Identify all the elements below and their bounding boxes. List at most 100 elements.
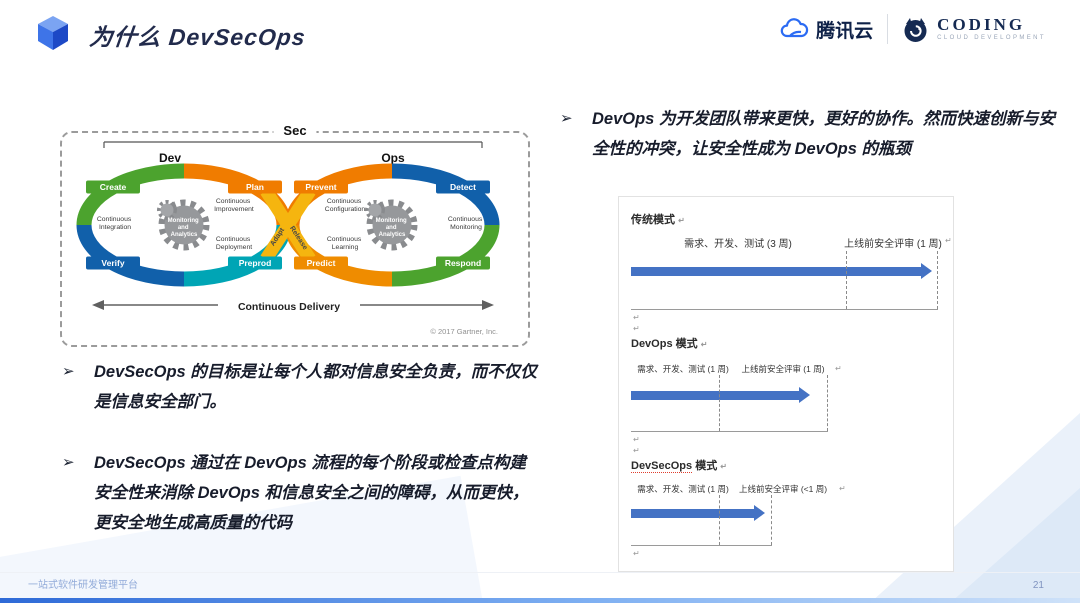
pill-plan: Plan xyxy=(228,180,282,194)
pill-preprod: Preprod xyxy=(228,256,282,270)
svg-text:Preprod: Preprod xyxy=(239,258,272,268)
svg-text:Verify: Verify xyxy=(101,258,124,268)
segment-label: 需求、开发、测试 (3 周) xyxy=(684,239,792,250)
svg-text:Monitoring and: Monitoring and Analytics xyxy=(168,218,201,238)
pill-respond: Respond xyxy=(436,256,490,270)
segment-label: 需求、开发、测试 (1 周) xyxy=(637,484,729,494)
bullet-marker: ➢ xyxy=(62,454,75,471)
gear-text-line: and xyxy=(386,225,397,231)
paragraph-mark-icon: ↵ xyxy=(633,446,640,455)
segment-label: 上线前安全评审 (1 周) xyxy=(741,364,825,374)
devops-loop-svg: Dev Ops Adapt Release xyxy=(76,141,500,336)
arrow-head-icon xyxy=(921,263,932,279)
paragraph-mark-icon: ↵ xyxy=(678,216,685,225)
continuous-deployment-label: Continuous Deployment xyxy=(216,236,252,251)
coding-subtitle: CLOUD DEVELOPMENT xyxy=(937,35,1046,42)
bullet-list-left: ➢ DevSecOps 的目标是让每个人都对信息安全负责，而不仅仅是信息安全部门… xyxy=(62,357,542,569)
duration-arrow xyxy=(631,505,765,521)
svg-text:Prevent: Prevent xyxy=(305,182,336,192)
mode-title-zh: 模式 xyxy=(692,460,718,472)
dev-label: Dev xyxy=(159,151,181,165)
baseline xyxy=(631,309,938,310)
tencent-cloud-label: 腾讯云 xyxy=(816,20,874,42)
continuous-integration-label: Continuous Integration xyxy=(97,216,133,231)
gear-monitoring-right: Monitoring and Analytics xyxy=(365,199,418,251)
arrow-head-icon xyxy=(799,387,810,403)
dashed-separator xyxy=(846,251,847,309)
gear-text-line: Monitoring xyxy=(168,218,199,224)
timeline-row-traditional: 传统模式 ↵ 需求、开发、测试 (3 周) 上线前安全评审 (1 周) ↵ ↵ … xyxy=(631,211,952,335)
baseline xyxy=(631,545,772,546)
segment-label: 上线前安全评审 (<1 周) xyxy=(738,484,828,494)
gear-text-line: Analytics xyxy=(171,232,198,238)
gear-text-line: Monitoring xyxy=(376,218,407,224)
footer-tagline: 一站式软件研发管理平台 xyxy=(28,580,138,591)
continuous-monitoring-label: Continuous Monitoring xyxy=(448,216,484,231)
paragraph-mark-icon: ↵ xyxy=(633,313,640,322)
svg-text:Respond: Respond xyxy=(445,258,481,268)
timeline-mode-title: DevSecOps 模式 ↵ xyxy=(631,457,727,473)
gear-text-line: Analytics xyxy=(379,232,406,238)
coding-logo: CODING CLOUD DEVELOPMENT xyxy=(902,16,1046,43)
dashed-separator xyxy=(937,251,938,309)
mode-title: 传统模式 xyxy=(631,214,675,226)
continuous-delivery-arrow: Continuous Delivery xyxy=(92,295,494,313)
continuous-improvement-label: Continuous Improvement xyxy=(214,198,254,213)
devsecops-diagram: Sec Dev Ops A xyxy=(60,123,530,347)
page-number: 21 xyxy=(1032,580,1044,591)
bullet-text: DevSecOps 通过在 DevOps 流程的每个阶段或检查点构建安全性来消除… xyxy=(94,454,529,532)
bullet-text: DevSecOps 的目标是让每个人都对信息安全负责，而不仅仅是信息安全部门。 xyxy=(94,363,537,411)
bullet-text: DevOps 为开发团队带来更快，更好的协作。然而快速创新与安全性的冲突，让安全… xyxy=(592,110,1055,158)
dashed-separator xyxy=(827,375,828,431)
coding-wordmark: CODING CLOUD DEVELOPMENT xyxy=(937,16,1046,41)
dashed-separator xyxy=(719,375,720,431)
paragraph-mark-icon: ↵ xyxy=(700,340,708,349)
duration-arrow xyxy=(631,263,932,279)
paragraph-mark-icon: ↵ xyxy=(945,236,952,245)
page-title: 为什么 DevSecOps xyxy=(88,24,308,50)
bottom-accent-bar xyxy=(0,598,1080,603)
tencent-cloud-icon xyxy=(780,18,809,38)
bullet-item: ➢ DevSecOps 通过在 DevOps 流程的每个阶段或检查点构建安全性来… xyxy=(62,448,542,538)
gartner-copyright: © 2017 Gartner, Inc. xyxy=(430,327,498,336)
gear-monitoring-left: Monitoring and Analytics xyxy=(157,199,210,251)
dashed-separator xyxy=(719,495,720,545)
sec-bracket xyxy=(103,141,483,148)
svg-text:Create: Create xyxy=(100,182,127,192)
bullet-marker: ➢ xyxy=(560,110,573,127)
pill-detect: Detect xyxy=(436,180,490,194)
paragraph-mark-icon: ↵ xyxy=(835,364,842,373)
coding-name: CODING xyxy=(937,15,1026,35)
baseline xyxy=(631,431,828,432)
pill-verify: Verify xyxy=(86,256,140,270)
bullet-list-right: ➢ DevOps 为开发团队带来更快，更好的协作。然而快速创新与安全性的冲突，让… xyxy=(560,104,1065,164)
timeline-mode-title: 传统模式 ↵ xyxy=(631,211,685,227)
release-adapt-ribbons: Adapt Release xyxy=(260,187,316,263)
bullet-item: ➢ DevSecOps 的目标是让每个人都对信息安全负责，而不仅仅是信息安全部门… xyxy=(62,357,542,417)
continuous-learning-label: Continuous Learning xyxy=(327,236,363,251)
pill-create: Create xyxy=(86,180,140,194)
bullet-marker: ➢ xyxy=(62,363,75,380)
coding-mascot-icon xyxy=(904,17,927,42)
paragraph-mark-icon: ↵ xyxy=(633,435,640,444)
mode-title-en: DevSecOps xyxy=(631,460,693,472)
pill-prevent: Prevent xyxy=(294,180,348,194)
svg-text:Detect: Detect xyxy=(450,182,476,192)
gear-text-line: and xyxy=(178,225,189,231)
svg-text:Plan: Plan xyxy=(246,182,264,192)
duration-arrow xyxy=(631,387,810,403)
svg-text:Predict: Predict xyxy=(307,258,336,268)
svg-text:Monitoring and: Monitoring and Analytics xyxy=(376,218,409,238)
ops-label: Ops xyxy=(381,151,405,165)
footer-divider xyxy=(0,572,1080,573)
tencent-cloud-logo: 腾讯云 xyxy=(779,16,873,43)
dashed-separator xyxy=(771,495,772,545)
paragraph-mark-icon: ↵ xyxy=(633,324,640,333)
bullet-item: ➢ DevOps 为开发团队带来更快，更好的协作。然而快速创新与安全性的冲突，让… xyxy=(560,104,1065,164)
timeline-row-devops: DevOps 模式 ↵ 需求、开发、测试 (1 周) 上线前安全评审 (1 周)… xyxy=(631,335,941,455)
continuous-delivery-label: Continuous Delivery xyxy=(238,301,340,313)
timeline-row-devsecops: DevSecOps 模式 ↵ 需求、开发、测试 (1 周) 上线前安全评审 (<… xyxy=(631,457,941,558)
paragraph-mark-icon: ↵ xyxy=(720,462,727,471)
brand-area: 腾讯云 CODING CLOUD DEVELOPMENT xyxy=(779,14,1046,44)
